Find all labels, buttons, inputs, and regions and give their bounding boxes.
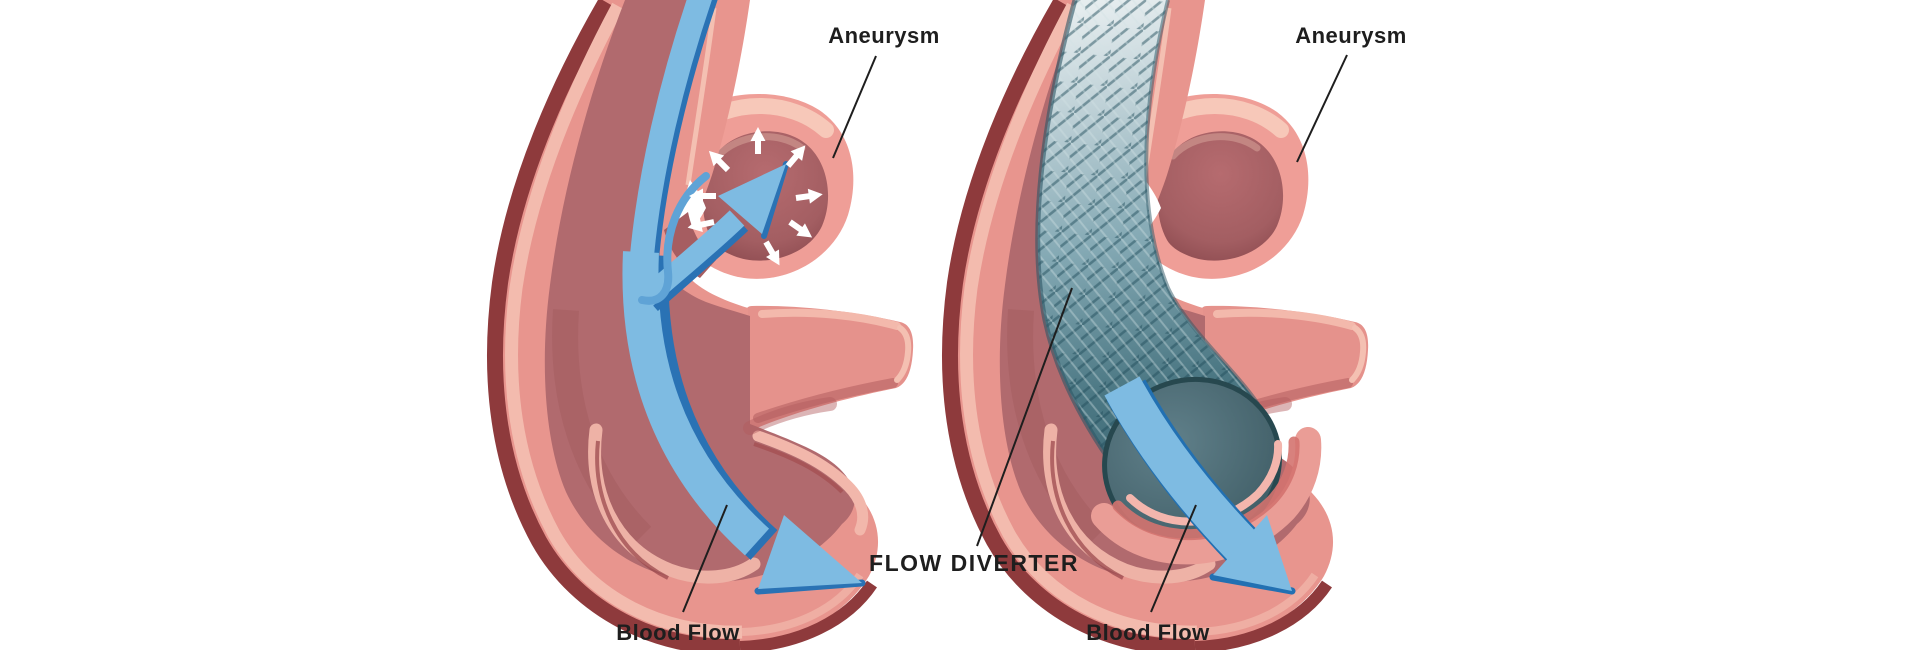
leader-blood-flow-left [682, 504, 728, 613]
branch-highlight [758, 308, 901, 330]
lumen-bowl-shade [1007, 309, 1107, 546]
branch-endcap [894, 325, 912, 383]
aneurysm-arrowhead [718, 164, 786, 234]
diverted-arrowhead-dark-edge [1209, 573, 1296, 595]
lumen-bowl-shade [552, 309, 652, 546]
artery-bottom-dark-rim [1194, 580, 1332, 650]
branch-artery [746, 305, 914, 430]
flow-shaft-light-bottom [622, 251, 770, 556]
artery-lumen [544, 0, 855, 583]
flow-arrowhead-dark-edge [754, 579, 866, 595]
recirculation-swirl [638, 172, 710, 305]
cut-ledge-shadow [1050, 440, 1124, 580]
flow-arrowhead [758, 515, 862, 589]
branch-shade [753, 378, 898, 423]
cut-ledge-shadow [595, 440, 669, 580]
aneurysm-sac-inner [1157, 131, 1284, 261]
label-blood-flow-right: Blood Flow [1086, 620, 1210, 645]
branch-root-fold [743, 397, 837, 435]
artery-outer-pale-band [960, 2, 1198, 639]
diverted-shaft-light [1104, 376, 1257, 560]
artery-outer-dark-rim [487, 0, 741, 650]
flow-shaft-light-top [629, 0, 712, 268]
right-wall-highlight [685, 7, 717, 186]
artery-outer-dark-rim [942, 0, 1196, 650]
artery-bottom-dark-rim [739, 580, 877, 650]
branch-endcap [1349, 325, 1367, 383]
artery-outer-pale-band [505, 2, 743, 639]
leader-aneurysm-right [1296, 54, 1348, 163]
label-blood-flow-left: Blood Flow [616, 620, 740, 645]
branch-highlight [1213, 308, 1356, 330]
flow-diverter-stent [1035, 0, 1322, 595]
leader-aneurysm-left [832, 55, 877, 159]
aneurysm-arrowhead-dark-edge [761, 161, 789, 239]
artery-bottom-pale-band [1196, 572, 1319, 636]
trough-lip-dark [753, 442, 844, 494]
aneurysm-arrow-light [639, 210, 745, 306]
leader-flow-diverter [976, 287, 1073, 547]
stent-mesh-pattern [1037, 0, 1276, 462]
diverted-arrowhead [1213, 515, 1292, 591]
vessel-cut-ring-mid [1112, 436, 1300, 540]
panel-before [487, 0, 914, 650]
blood-flow-arrow-diverted [1104, 376, 1296, 595]
stent-left-edge [1035, 0, 1111, 460]
annotations: Aneurysm Aneurysm Blood Flow FLOW DIVERT… [616, 23, 1407, 645]
stent-right-edge [1144, 0, 1260, 406]
aneurysm-sac-inner-rim [1169, 133, 1261, 160]
vessel-cut-ring-inner [1126, 440, 1283, 526]
label-aneurysm-left: Aneurysm [828, 23, 940, 48]
label-flow-diverter: FLOW DIVERTER [869, 550, 1079, 576]
leader-blood-flow-right [1150, 504, 1197, 613]
trough-lip-pale [752, 430, 869, 536]
label-aneurysm-right: Aneurysm [1295, 23, 1407, 48]
